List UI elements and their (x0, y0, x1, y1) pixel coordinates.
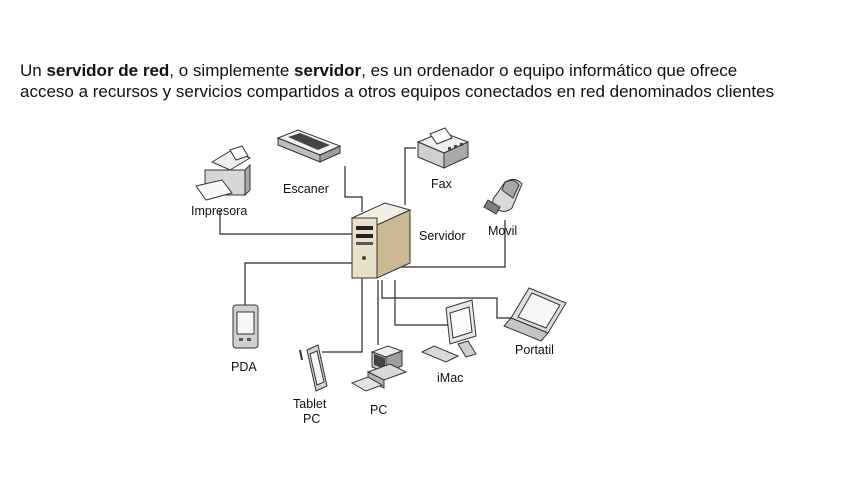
laptop-icon (503, 287, 567, 342)
pda-icon (232, 304, 259, 349)
intro-paragraph: Un servidor de red, o simplemente servid… (20, 60, 840, 102)
link-printer (219, 210, 352, 235)
link-scanner (344, 166, 363, 212)
fax-icon (416, 127, 470, 169)
label-fax: Fax (431, 177, 453, 191)
link-tablet (322, 278, 363, 353)
term-servidor: servidor (294, 61, 362, 80)
label-imac: iMac (437, 371, 463, 385)
label-impresora: Impresora (191, 204, 247, 218)
link-pda (244, 262, 352, 306)
intro-line-2: acceso a recursos y servicios compartido… (20, 82, 775, 101)
label-tablet-line2: PC (303, 412, 320, 426)
server-icon (350, 202, 412, 279)
tablet-icon (299, 344, 328, 392)
term-servidor-de-red: servidor de red (46, 61, 170, 80)
label-movil: Movil (488, 224, 517, 238)
scanner-icon (276, 129, 342, 163)
link-mobile (400, 220, 506, 268)
printer-icon (195, 145, 252, 201)
label-pc: PC (370, 403, 387, 417)
intro-line-1: Un servidor de red, o simplemente servid… (20, 61, 738, 80)
label-pda: PDA (231, 360, 257, 374)
mobile-icon (483, 178, 523, 215)
link-laptop (381, 280, 512, 319)
connection-lines (219, 147, 512, 353)
link-imac (394, 280, 448, 326)
link-fax (404, 147, 416, 205)
imac-icon (420, 299, 477, 363)
label-portatil: Portatil (515, 343, 554, 357)
label-escaner: Escaner (283, 182, 329, 196)
label-tablet-line1: Tablet (293, 397, 327, 411)
pc-icon (350, 345, 408, 392)
label-servidor: Servidor (419, 229, 466, 243)
